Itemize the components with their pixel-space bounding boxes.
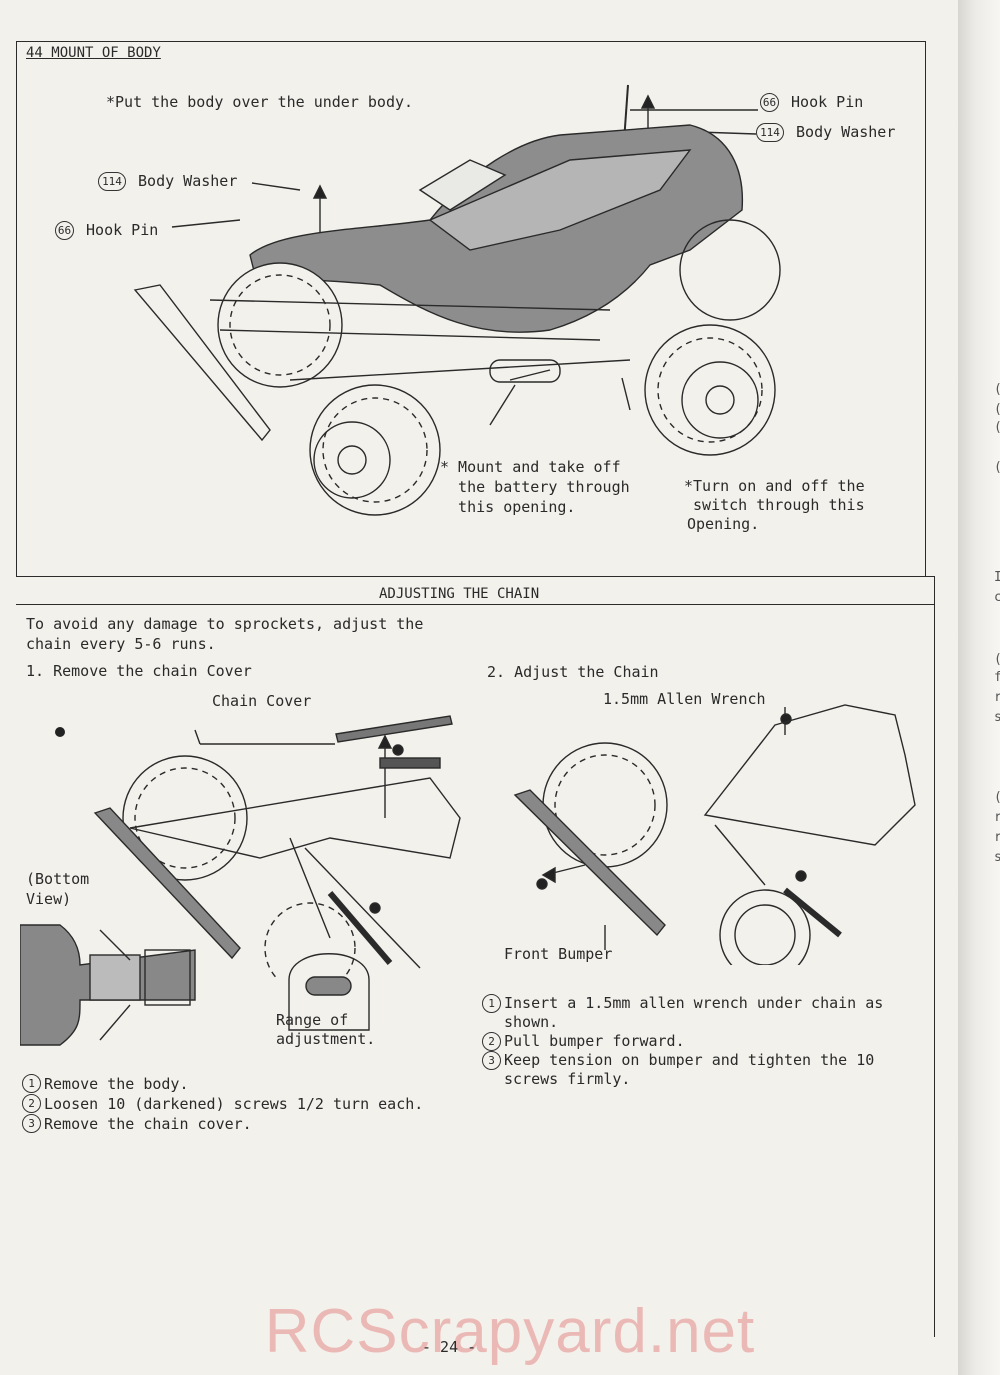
edge-char: r [994, 830, 1000, 845]
edge-char: c [994, 590, 1000, 605]
step2-heading: 2. Adjust the Chain [487, 663, 659, 681]
step-marker-dot [55, 727, 65, 737]
step-number-badge: 1 [22, 1074, 41, 1093]
intro-line: To avoid any damage to sprockets, adjust… [26, 615, 424, 633]
section-frame-mount-body [16, 41, 926, 577]
list-item-text: Remove the chain cover. [44, 1115, 252, 1133]
edge-char: ( [994, 402, 1000, 417]
edge-char: ( [994, 652, 1000, 667]
part-number-badge: 114 [756, 123, 784, 142]
edge-char: ( [994, 460, 1000, 475]
part-number-badge: 114 [98, 172, 126, 191]
list-item-text: Insert a 1.5mm allen wrench under chain … [504, 994, 884, 1012]
list-item-text: Keep tension on bumper and tighten the 1… [504, 1051, 875, 1069]
section-title-adjust-chain: ADJUSTING THE CHAIN [379, 586, 540, 602]
part-number-badge: 66 [55, 221, 74, 240]
adjacent-page-edge [958, 0, 1000, 1375]
step1-heading: 1. Remove the chain Cover [26, 662, 252, 680]
step-number-badge: 1 [482, 994, 501, 1013]
callout-label: Hook Pin [791, 93, 864, 111]
label-line: Range of [276, 1011, 349, 1029]
callout-body-washer-left: 114 Body Washer [98, 171, 237, 191]
step-number-badge: 3 [482, 1051, 501, 1070]
callout-label: Hook Pin [86, 221, 159, 239]
note-line: the battery through [440, 478, 630, 496]
label-chain-cover: Chain Cover [212, 692, 312, 710]
note-line: switch through this [684, 496, 865, 514]
page-number: - 24 - [422, 1338, 477, 1356]
label-allen-wrench: 1.5mm Allen Wrench [603, 690, 766, 708]
buggy-body-illustration [133, 84, 781, 516]
note-switch: *Turn on and off the switch through this… [684, 477, 865, 534]
label-line: View) [26, 890, 72, 908]
list-item-text: Loosen 10 (darkened) screws 1/2 turn eac… [44, 1095, 424, 1113]
step-number-badge: 2 [22, 1094, 41, 1113]
list-item-text: Pull bumper forward. [504, 1032, 685, 1050]
intro-text: To avoid any damage to sprockets, adjust… [26, 614, 423, 654]
callout-hook-pin-right: 66 Hook Pin [760, 92, 863, 112]
watermark: RCScrapyard.net [264, 1297, 756, 1366]
bottom-view-illustration [20, 924, 196, 1046]
section-title-mount-body: 44 MOUNT OF BODY [26, 45, 161, 61]
callout-label: Body Washer [138, 172, 238, 190]
list-item-text: screws firmly. [504, 1070, 631, 1088]
step-number-badge: 3 [22, 1114, 41, 1133]
section-frame-adjust-chain [16, 576, 935, 1337]
label-range-of-adjustment: Range of adjustment. [276, 1011, 375, 1049]
chain-cover-removal-illustration [93, 715, 461, 978]
edge-char: s [994, 850, 1000, 865]
note-line: * Mount and take off [440, 458, 621, 476]
step-number-badge: 2 [482, 1032, 501, 1051]
edge-char: f [994, 670, 1000, 685]
edge-char: I [994, 570, 1000, 585]
chain-adjust-illustration [513, 704, 916, 965]
instruction-text: *Put the body over the under body. [106, 93, 414, 111]
label-line: (Bottom [26, 870, 90, 888]
edge-char: ( [994, 790, 1000, 805]
callout-label: Body Washer [796, 123, 896, 141]
label-front-bumper: Front Bumper [504, 945, 613, 963]
edge-char: s [994, 710, 1000, 725]
edge-char: ( [994, 420, 1000, 435]
edge-char: r [994, 810, 1000, 825]
callout-hook-pin-left: 66 Hook Pin [55, 220, 158, 240]
note-line: Opening. [687, 515, 760, 533]
label-line: adjustment. [276, 1030, 376, 1048]
list-item-text: Remove the body. [44, 1075, 189, 1093]
intro-line: chain every 5-6 runs. [26, 635, 216, 653]
note-line: this opening. [440, 498, 576, 516]
note-battery: * Mount and take off the battery through… [440, 457, 630, 517]
adjustment-range-inset [288, 953, 370, 1031]
part-number-badge: 66 [760, 93, 779, 112]
edge-char: ( [994, 382, 1000, 397]
list-item-text: shown. [504, 1013, 559, 1031]
section-divider [16, 604, 934, 605]
edge-char: r [994, 690, 1000, 705]
note-line: *Turn on and off the [684, 477, 865, 495]
callout-body-washer-right: 114 Body Washer [756, 122, 895, 142]
label-bottom-view: (Bottom View) [26, 869, 89, 909]
